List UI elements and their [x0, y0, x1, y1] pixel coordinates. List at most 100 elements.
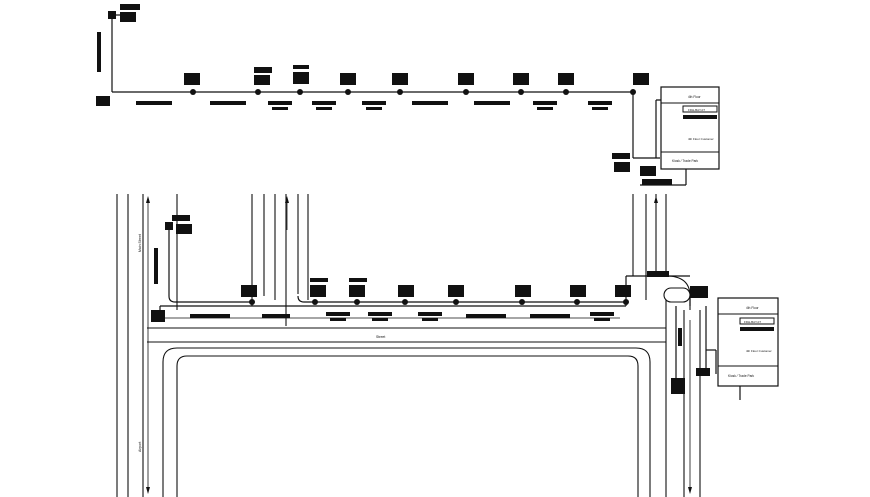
node-tag	[176, 224, 192, 234]
span-label	[330, 318, 346, 321]
span-label	[530, 314, 570, 318]
node-tag	[293, 72, 309, 84]
span-label	[262, 314, 290, 318]
node-tag	[640, 166, 656, 176]
top-route	[111, 14, 687, 186]
span-label	[466, 314, 506, 318]
splice-node	[312, 299, 318, 305]
span-label	[418, 312, 442, 316]
node-tag	[97, 32, 101, 72]
node-tag	[614, 162, 630, 172]
bottom-cabinet-footer: Kiosk / Trade Park	[728, 374, 754, 378]
bottom-nodes	[151, 215, 710, 394]
node-tag	[172, 215, 190, 221]
node-tag	[184, 73, 200, 85]
node-tag	[612, 153, 630, 159]
bottom-route	[158, 226, 741, 400]
node-tag	[241, 285, 257, 297]
span-label	[362, 101, 386, 105]
span-label	[592, 107, 608, 110]
top-cabinet-header: 4th Floor	[688, 95, 702, 99]
splice-node	[249, 299, 255, 305]
bottom-cabinet: 4th Floor FDH-BAY-07 4th Floor Customer …	[717, 297, 779, 387]
splice-node	[345, 89, 351, 95]
node-tag	[108, 11, 116, 19]
left-road-label-top: Main Street	[138, 234, 142, 252]
splice-node	[623, 299, 629, 305]
top-cabinet-code: FDH-BAY-07	[688, 108, 705, 112]
span-label	[366, 107, 382, 110]
streets	[116, 194, 701, 497]
node-tag	[615, 285, 631, 297]
node-tag	[120, 12, 136, 22]
bottom-cabinet-header: 4th Floor	[746, 306, 760, 310]
node-tag	[254, 75, 270, 85]
node-tag	[515, 285, 531, 297]
span-label	[588, 101, 612, 105]
splice-node	[190, 89, 196, 95]
node-tag	[678, 328, 682, 346]
splice-node	[518, 89, 524, 95]
node-tag	[570, 285, 586, 297]
span-label	[210, 101, 246, 105]
node-tag	[293, 65, 309, 69]
node-tag	[154, 248, 158, 284]
node-tag	[647, 271, 669, 277]
span-label	[136, 101, 172, 105]
splice-node	[463, 89, 469, 95]
span-label	[590, 312, 614, 316]
node-tag	[513, 73, 529, 85]
bottom-cabinet-sub: 4th Floor Customer	[746, 349, 772, 353]
span-label	[326, 312, 350, 316]
node-tag	[448, 285, 464, 297]
splice-node	[354, 299, 360, 305]
span-label	[474, 101, 510, 105]
splice-node	[519, 299, 525, 305]
node-tag	[398, 285, 414, 297]
span-label	[268, 101, 292, 105]
node-tag	[120, 4, 140, 10]
node-tag	[671, 378, 685, 394]
splice-node	[397, 89, 403, 95]
splice-node	[563, 89, 569, 95]
splice-node	[402, 299, 408, 305]
street-label: Street	[376, 335, 385, 339]
node-tag	[165, 222, 173, 230]
node-tag	[254, 67, 272, 73]
top-cabinet-sub: 4th Floor Customer	[688, 137, 714, 141]
splice-node	[453, 299, 459, 305]
node-tag	[392, 73, 408, 85]
span-label	[422, 318, 438, 321]
span-label	[272, 107, 288, 110]
span-label	[594, 318, 610, 321]
node-tag	[96, 96, 110, 106]
span-label	[312, 101, 336, 105]
node-tag	[310, 285, 326, 297]
span-label	[372, 318, 388, 321]
node-tag	[642, 179, 672, 185]
top-cabinet-footer: Kiosk / Trade Park	[672, 159, 698, 163]
span-label	[190, 314, 230, 318]
node-tag	[151, 310, 165, 322]
span-label	[533, 101, 557, 105]
bottom-span-labels	[190, 312, 614, 321]
node-tag	[349, 278, 367, 282]
top-nodes	[96, 4, 672, 185]
span-label	[412, 101, 448, 105]
splice-node	[255, 89, 261, 95]
node-tag	[690, 286, 708, 298]
node-tag	[458, 73, 474, 85]
bottom-cabinet-code: FDH-BAY-07	[744, 320, 761, 324]
span-label	[537, 107, 553, 110]
node-tag	[633, 73, 649, 85]
top-span-labels	[136, 101, 612, 110]
span-label	[368, 312, 392, 316]
node-tag	[349, 285, 365, 297]
node-tag	[558, 73, 574, 85]
span-label	[316, 107, 332, 110]
splice-node	[630, 89, 636, 95]
top-cabinet: 4th Floor FDH-BAY-07 4th Floor Customer …	[660, 86, 720, 170]
splice-node	[297, 89, 303, 95]
node-tag	[310, 278, 328, 282]
